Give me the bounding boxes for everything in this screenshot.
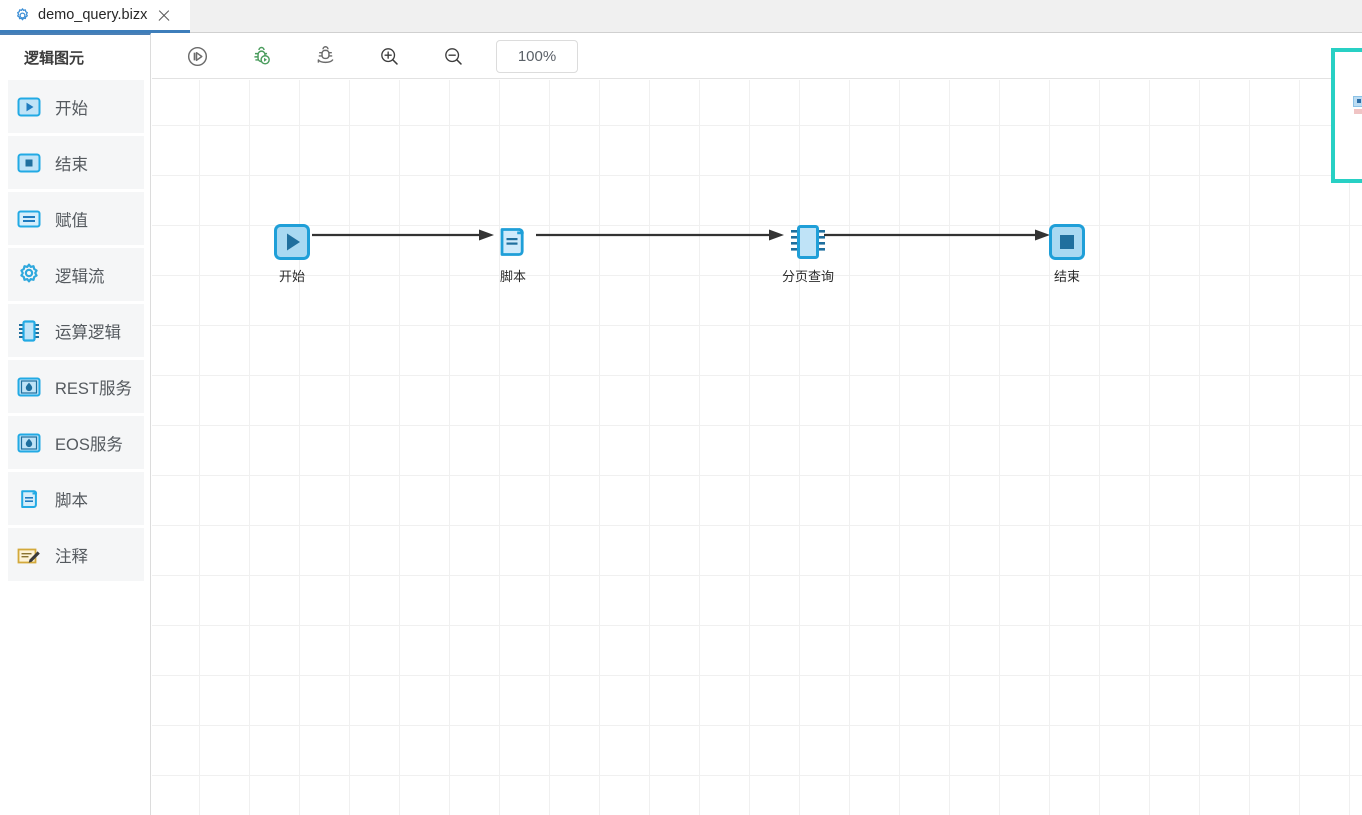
palette-item-operation-logic[interactable]: 运算逻辑 (8, 304, 144, 357)
minimap-panel[interactable] (1331, 48, 1362, 183)
minimap-node-label (1354, 109, 1362, 114)
script-scroll-icon (500, 228, 524, 256)
flow-node-end[interactable]: 结束 (1048, 223, 1086, 285)
palette-item-logic-flow[interactable]: 逻辑流 (8, 248, 144, 301)
chip-icon (19, 319, 39, 342)
palette-item-label: 逻辑流 (55, 267, 105, 286)
eos-service-icon (17, 433, 41, 452)
flow-node-paging-query[interactable]: 分页查询 (782, 223, 834, 285)
bug-play-icon (253, 46, 270, 65)
palette-item-label: REST服务 (55, 379, 133, 398)
edge-query-to-end[interactable] (824, 228, 1050, 242)
palette-item-annotation[interactable]: 注释 (8, 528, 144, 581)
flow-node-label: 脚本 (499, 269, 526, 284)
zoom-in-icon (380, 47, 398, 65)
gear-icon (17, 7, 28, 20)
end-stop-icon (1049, 224, 1085, 260)
edge-start-to-script[interactable] (312, 228, 494, 242)
palette-sidebar: 逻辑图元 开始 结束 赋值 逻辑流 (0, 33, 151, 815)
start-play-icon (17, 97, 41, 116)
editor-toolbar: 100% (152, 34, 1362, 79)
palette-item-label: 运算逻辑 (55, 323, 121, 342)
bug-release-icon (317, 45, 333, 63)
zoom-in-button[interactable] (368, 38, 410, 74)
debug-run-button[interactable] (240, 38, 282, 74)
flow-node-label: 分页查询 (782, 269, 835, 284)
palette-item-label: EOS服务 (55, 435, 123, 454)
palette-item-label: 脚本 (55, 491, 88, 510)
palette-item-label: 结束 (55, 155, 88, 174)
zoom-out-icon (444, 47, 462, 65)
script-scroll-icon (21, 489, 38, 508)
palette-item-label: 注释 (55, 547, 88, 566)
tab-label: demo_query.bizx (38, 7, 148, 23)
palette-item-script[interactable]: 脚本 (8, 472, 144, 525)
flow-node-script[interactable]: 脚本 (494, 223, 532, 285)
end-stop-icon (17, 153, 41, 172)
chip-icon (791, 225, 825, 259)
annotation-pencil-icon (17, 548, 40, 563)
palette-item-end[interactable]: 结束 (8, 136, 144, 189)
palette-item-label: 开始 (55, 99, 88, 118)
flow-canvas[interactable]: 开始 脚本 分页查询 结束 (152, 80, 1362, 815)
flow-node-label: 开始 (278, 269, 305, 284)
palette-item-eos-service[interactable]: EOS服务 (8, 416, 144, 469)
circle-step-icon (187, 46, 207, 66)
tab-demo-query[interactable]: demo_query.bizx (0, 0, 190, 33)
zoom-out-button[interactable] (432, 38, 474, 74)
close-icon[interactable] (156, 7, 172, 23)
flow-node-label: 结束 (1053, 269, 1080, 284)
zoom-level-input[interactable]: 100% (496, 39, 578, 73)
minimap-chip-icon (1353, 96, 1362, 107)
palette-item-rest-service[interactable]: REST服务 (8, 360, 144, 413)
palette-item-assign[interactable]: 赋值 (8, 192, 144, 245)
palette-item-label: 赋值 (55, 211, 88, 230)
flow-node-start[interactable]: 开始 (273, 223, 311, 285)
start-play-icon (274, 224, 310, 260)
rest-service-icon (17, 377, 41, 396)
palette-item-start[interactable]: 开始 (8, 80, 144, 133)
minimap-node (1353, 96, 1362, 114)
tab-bar: demo_query.bizx (0, 0, 1362, 33)
edge-script-to-query[interactable] (536, 228, 784, 242)
gear-icon (20, 263, 38, 282)
zoom-level-value: 100% (517, 47, 557, 65)
debug-stop-button[interactable] (304, 38, 346, 74)
step-run-button[interactable] (176, 38, 218, 74)
palette-title: 逻辑图元 (24, 50, 85, 67)
assign-equals-icon (17, 210, 41, 227)
